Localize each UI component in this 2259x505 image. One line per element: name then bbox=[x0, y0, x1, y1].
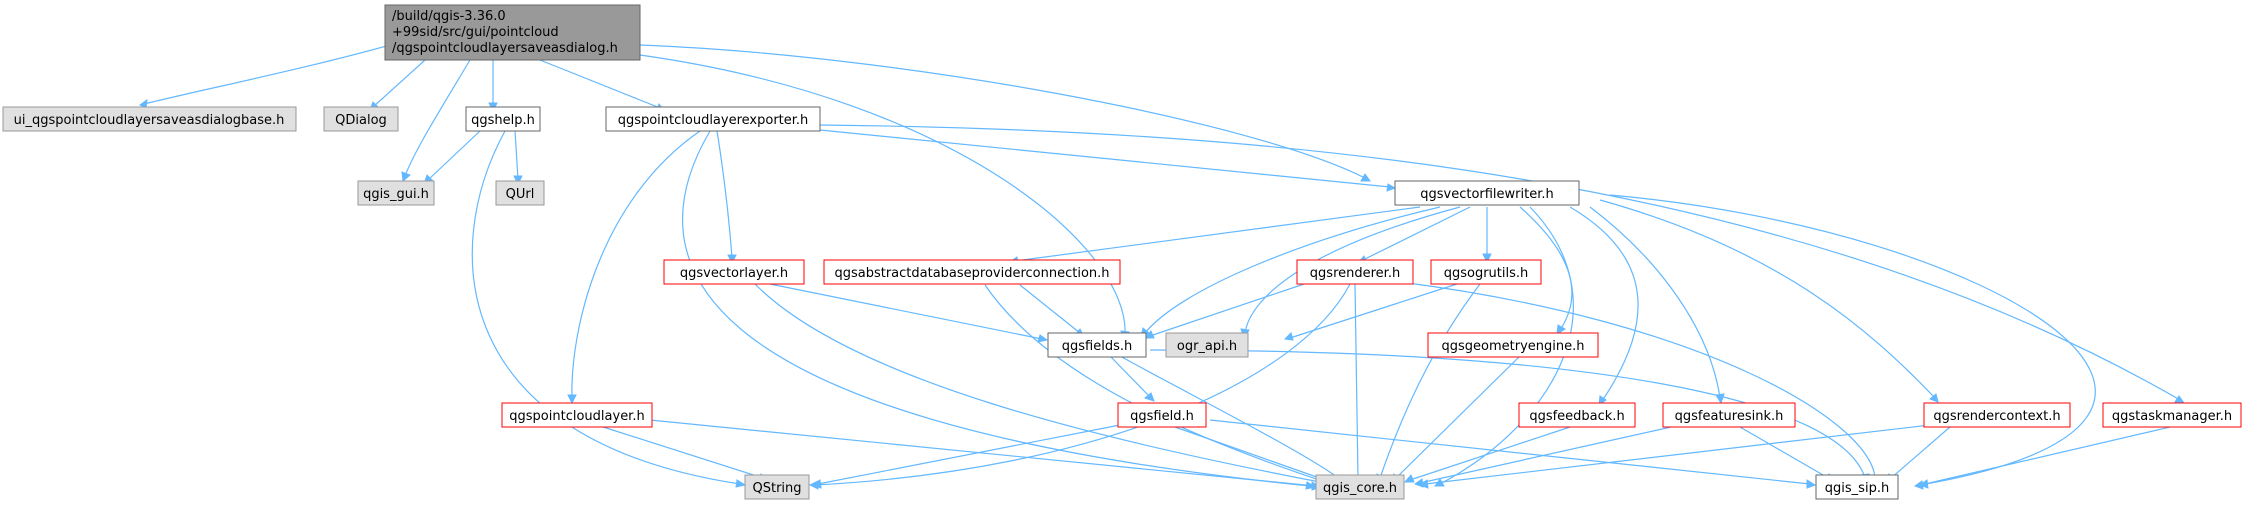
node-label: qgsfeaturesink.h bbox=[1675, 409, 1784, 424]
edge-filewriter-to-renderer bbox=[1356, 206, 1471, 264]
edge-qgshelp-to-qurl bbox=[513, 130, 523, 186]
node-filewriter[interactable]: qgsvectorfilewriter.h bbox=[1394, 180, 1580, 206]
edge-exporter-to-vectorlayer bbox=[716, 130, 737, 265]
edge-vectorlayer-to-fields bbox=[769, 283, 1049, 343]
edge-field-to-qgis-sip bbox=[1209, 419, 1817, 489]
node-ui-base[interactable]: ui_qgspointcloudlayersaveasdialogbase.h bbox=[2, 106, 297, 132]
node-label: qgsfield.h bbox=[1130, 409, 1194, 424]
edge-root-to-exporter bbox=[539, 59, 667, 112]
edge-fields-to-field bbox=[1109, 355, 1155, 402]
node-label: qgis_core.h bbox=[1323, 481, 1397, 496]
node-label: qgis_sip.h bbox=[1825, 481, 1889, 496]
edge-ogrutils-to-ogr-api bbox=[1283, 282, 1461, 341]
node-label: ui_qgspointcloudlayersaveasdialogbase.h bbox=[14, 113, 285, 128]
node-label: QString bbox=[752, 481, 801, 496]
node-absdbprov[interactable]: qgsabstractdatabaseproviderconnection.h bbox=[823, 259, 1121, 285]
edge-feedback-to-qgis-core bbox=[1403, 426, 1571, 483]
node-label: qgsfeedback.h bbox=[1529, 409, 1624, 424]
edge-renderer-to-qstring bbox=[808, 283, 1351, 490]
edge-filewriter-to-feedback bbox=[1569, 206, 1639, 407]
node-renderer[interactable]: qgsrenderer.h bbox=[1296, 259, 1414, 285]
edge-filewriter-to-absdbprov bbox=[1008, 206, 1421, 266]
node-qstring[interactable]: QString bbox=[744, 474, 810, 500]
node-geomengine[interactable]: qgsgeometryengine.h bbox=[1427, 332, 1599, 358]
root-line-1: /build/qgis-3.36.0 bbox=[392, 9, 506, 24]
node-label: qgsgeometryengine.h bbox=[1442, 339, 1585, 354]
edge-root-to-qgis-gui bbox=[401, 59, 471, 182]
node-rendercontext[interactable]: qgsrendercontext.h bbox=[1923, 402, 2071, 428]
node-field[interactable]: qgsfield.h bbox=[1117, 402, 1207, 428]
node-label: qgsvectorlayer.h bbox=[680, 266, 788, 281]
node-label: qgsrendercontext.h bbox=[1933, 409, 2060, 424]
node-exporter[interactable]: qgspointcloudlayerexporter.h bbox=[605, 106, 821, 132]
node-ogrutils[interactable]: qgsogrutils.h bbox=[1430, 259, 1542, 285]
node-qdialog[interactable]: QDialog bbox=[323, 106, 399, 132]
edge-root-to-qgshelp bbox=[488, 60, 498, 113]
node-label: qgspointcloudlayer.h bbox=[509, 409, 644, 424]
node-featuresink[interactable]: qgsfeaturesink.h bbox=[1662, 402, 1796, 428]
edge-geomengine-to-qgis-core bbox=[1390, 355, 1521, 483]
node-fields[interactable]: qgsfields.h bbox=[1047, 332, 1147, 358]
edge-qgshelp-to-qgis-gui bbox=[423, 130, 481, 185]
node-ogr-api[interactable]: ogr_api.h bbox=[1165, 332, 1249, 358]
edge-qgshelp-to-qstring bbox=[471, 130, 747, 488]
root-line-3: /qgspointcloudlayersaveasdialog.h bbox=[392, 41, 618, 56]
node-label: qgsrenderer.h bbox=[1310, 266, 1400, 281]
edge-field-to-qstring bbox=[811, 424, 1121, 489]
node-label: qgshelp.h bbox=[471, 113, 535, 128]
node-qgshelp[interactable]: qgshelp.h bbox=[465, 106, 541, 132]
edge-rendercontext-to-qgis-core bbox=[1418, 424, 1931, 489]
node-label: qgspointcloudlayerexporter.h bbox=[618, 113, 809, 128]
node-qgis-core[interactable]: qgis_core.h bbox=[1315, 474, 1405, 500]
node-qgis-gui[interactable]: qgis_gui.h bbox=[357, 180, 435, 206]
node-qgis-sip[interactable]: qgis_sip.h bbox=[1815, 474, 1899, 500]
edge-absdbprov-to-fields bbox=[1019, 284, 1085, 338]
edge-filewriter-to-qgis-sip bbox=[1609, 194, 2096, 490]
edge-exporter-to-filewriter bbox=[819, 129, 1397, 192]
edge-renderer-to-fields bbox=[1143, 281, 1311, 339]
node-label: qgsvectorfilewriter.h bbox=[1420, 187, 1554, 202]
edge-root-to-ui-base bbox=[139, 44, 391, 109]
node-label: qgstaskmanager.h bbox=[2112, 409, 2232, 424]
node-label: QDialog bbox=[335, 113, 387, 128]
edge-featuresink-to-qgis-sip bbox=[1739, 426, 1835, 483]
edge-renderer-to-qgis-sip bbox=[1399, 281, 1880, 485]
node-label: qgis_gui.h bbox=[363, 187, 429, 202]
edge-ogrutils-to-qgis-core bbox=[1376, 283, 1481, 485]
node-label: qgsabstractdatabaseproviderconnection.h bbox=[834, 266, 1109, 281]
edge-filewriter-to-ogrutils bbox=[1482, 207, 1492, 264]
edge-root-to-qdialog bbox=[369, 59, 426, 111]
node-taskmanager[interactable]: qgstaskmanager.h bbox=[2102, 402, 2242, 428]
node-label: ogr_api.h bbox=[1177, 339, 1237, 354]
node-label: qgsogrutils.h bbox=[1444, 266, 1529, 281]
edge-renderer-to-qgis-core bbox=[1353, 283, 1363, 485]
node-label: qgsfields.h bbox=[1062, 339, 1132, 354]
node-vectorlayer[interactable]: qgsvectorlayer.h bbox=[663, 259, 805, 285]
node-feedback[interactable]: qgsfeedback.h bbox=[1518, 402, 1636, 428]
node-qurl[interactable]: QUrl bbox=[495, 180, 545, 206]
node-label: QUrl bbox=[506, 187, 535, 202]
node-root-file[interactable]: /build/qgis-3.36.0 +99sid/src/gui/pointc… bbox=[384, 4, 641, 61]
edge-root-to-filewriter bbox=[639, 44, 1371, 182]
edge-root-to-fields bbox=[639, 54, 1130, 342]
edge-taskmanager-to-qgis-sip bbox=[1918, 426, 2171, 489]
edge-filewriter-to-rendercontext bbox=[1599, 199, 1939, 403]
edge-exporter-to-pointcloudlayer bbox=[567, 130, 701, 405]
edge-rendercontext-to-qgis-sip bbox=[1885, 426, 1951, 483]
edge-exporter-to-qgis-core bbox=[682, 130, 1317, 490]
root-line-2: +99sid/src/gui/pointcloud bbox=[392, 25, 559, 40]
node-pointcloudlayer[interactable]: qgspointcloudlayer.h bbox=[501, 402, 653, 428]
